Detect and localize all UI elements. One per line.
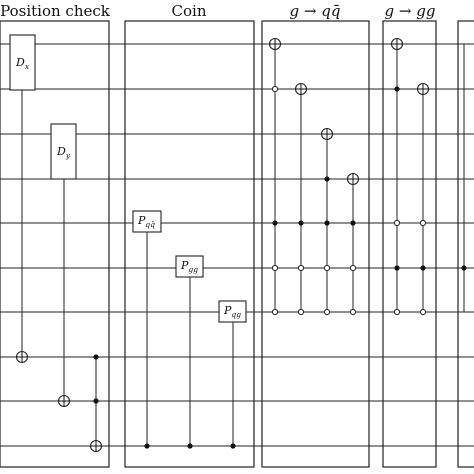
control-dot-filled [93,354,99,360]
svg-text:Dx: Dx [15,56,30,71]
svg-text:Pgg: Pgg [180,259,198,274]
qubit-wires [0,43,474,447]
target-oplus [294,82,308,96]
Pqqbar-letter: P [137,214,146,227]
Pgg-gate: Pgg [175,255,204,278]
control-dot-open [393,219,401,227]
Pgg-letter: P [180,259,189,272]
control-dot-filled [93,398,99,404]
control-dot-filled [272,220,278,226]
control-dot-open [419,219,427,227]
target-oplus [57,394,71,408]
frame-coin [124,20,255,468]
control-dot-open [297,308,305,316]
control-dot-open [349,308,357,316]
control-dot-filled [420,265,426,271]
Dx-gate: Dx [9,34,36,91]
section-title-coin: Coin [172,2,207,20]
control-dot-open [419,308,427,316]
target-oplus [89,439,103,453]
section-title-g-to-qqbar: g → qq̄ [290,2,341,20]
frame-position-check [0,20,110,468]
svg-text:Pqq̄: Pqq̄ [137,214,155,229]
control-dot-filled [324,176,330,182]
control-dot-filled [394,265,400,271]
Dx-letter: D [15,56,25,69]
control-dot-filled [230,443,236,449]
Pqqbar-gate: Pqq̄ [132,210,162,233]
svg-text:Dy: Dy [56,145,71,160]
target-oplus [320,127,334,141]
gate-marks [15,37,467,453]
control-dot-open [393,308,401,316]
control-dot-filled [461,265,467,271]
Dy-sub: y [65,151,71,160]
target-oplus [15,350,29,364]
target-oplus [268,37,282,51]
control-dot-open [297,264,305,272]
frame-g-to-gg [382,20,437,468]
Pgg-sub: gg [188,265,198,274]
target-oplus [346,172,360,186]
Dx-sub: x [25,62,30,71]
control-dot-filled [394,86,400,92]
control-dot-filled [324,220,330,226]
target-oplus [390,37,404,51]
frame-partial-right [457,20,474,468]
Dy-letter: D [56,145,66,158]
control-dot-open [271,308,279,316]
Pqqbar-sub: qq̄ [145,220,155,229]
control-dot-filled [187,443,193,449]
Dy-gate: Dy [50,123,77,180]
control-dot-open [349,264,357,272]
control-dot-open [323,264,331,272]
target-oplus [416,82,430,96]
svg-text:Pqg: Pqg [223,304,241,319]
Pqg-gate: Pqg [218,300,247,323]
Pqg-letter: P [223,304,232,317]
control-dot-open [271,85,279,93]
control-dot-filled [144,443,150,449]
control-dot-filled [350,220,356,226]
frame-g-to-qqbar [261,20,370,468]
control-dot-filled [298,220,304,226]
control-dot-open [271,264,279,272]
section-title-g-to-gg: g → gg [385,2,436,20]
section-title-position-check: Position check [0,2,111,20]
control-lines [21,44,465,446]
control-dot-open [323,308,331,316]
Pqg-sub: qg [231,310,241,319]
